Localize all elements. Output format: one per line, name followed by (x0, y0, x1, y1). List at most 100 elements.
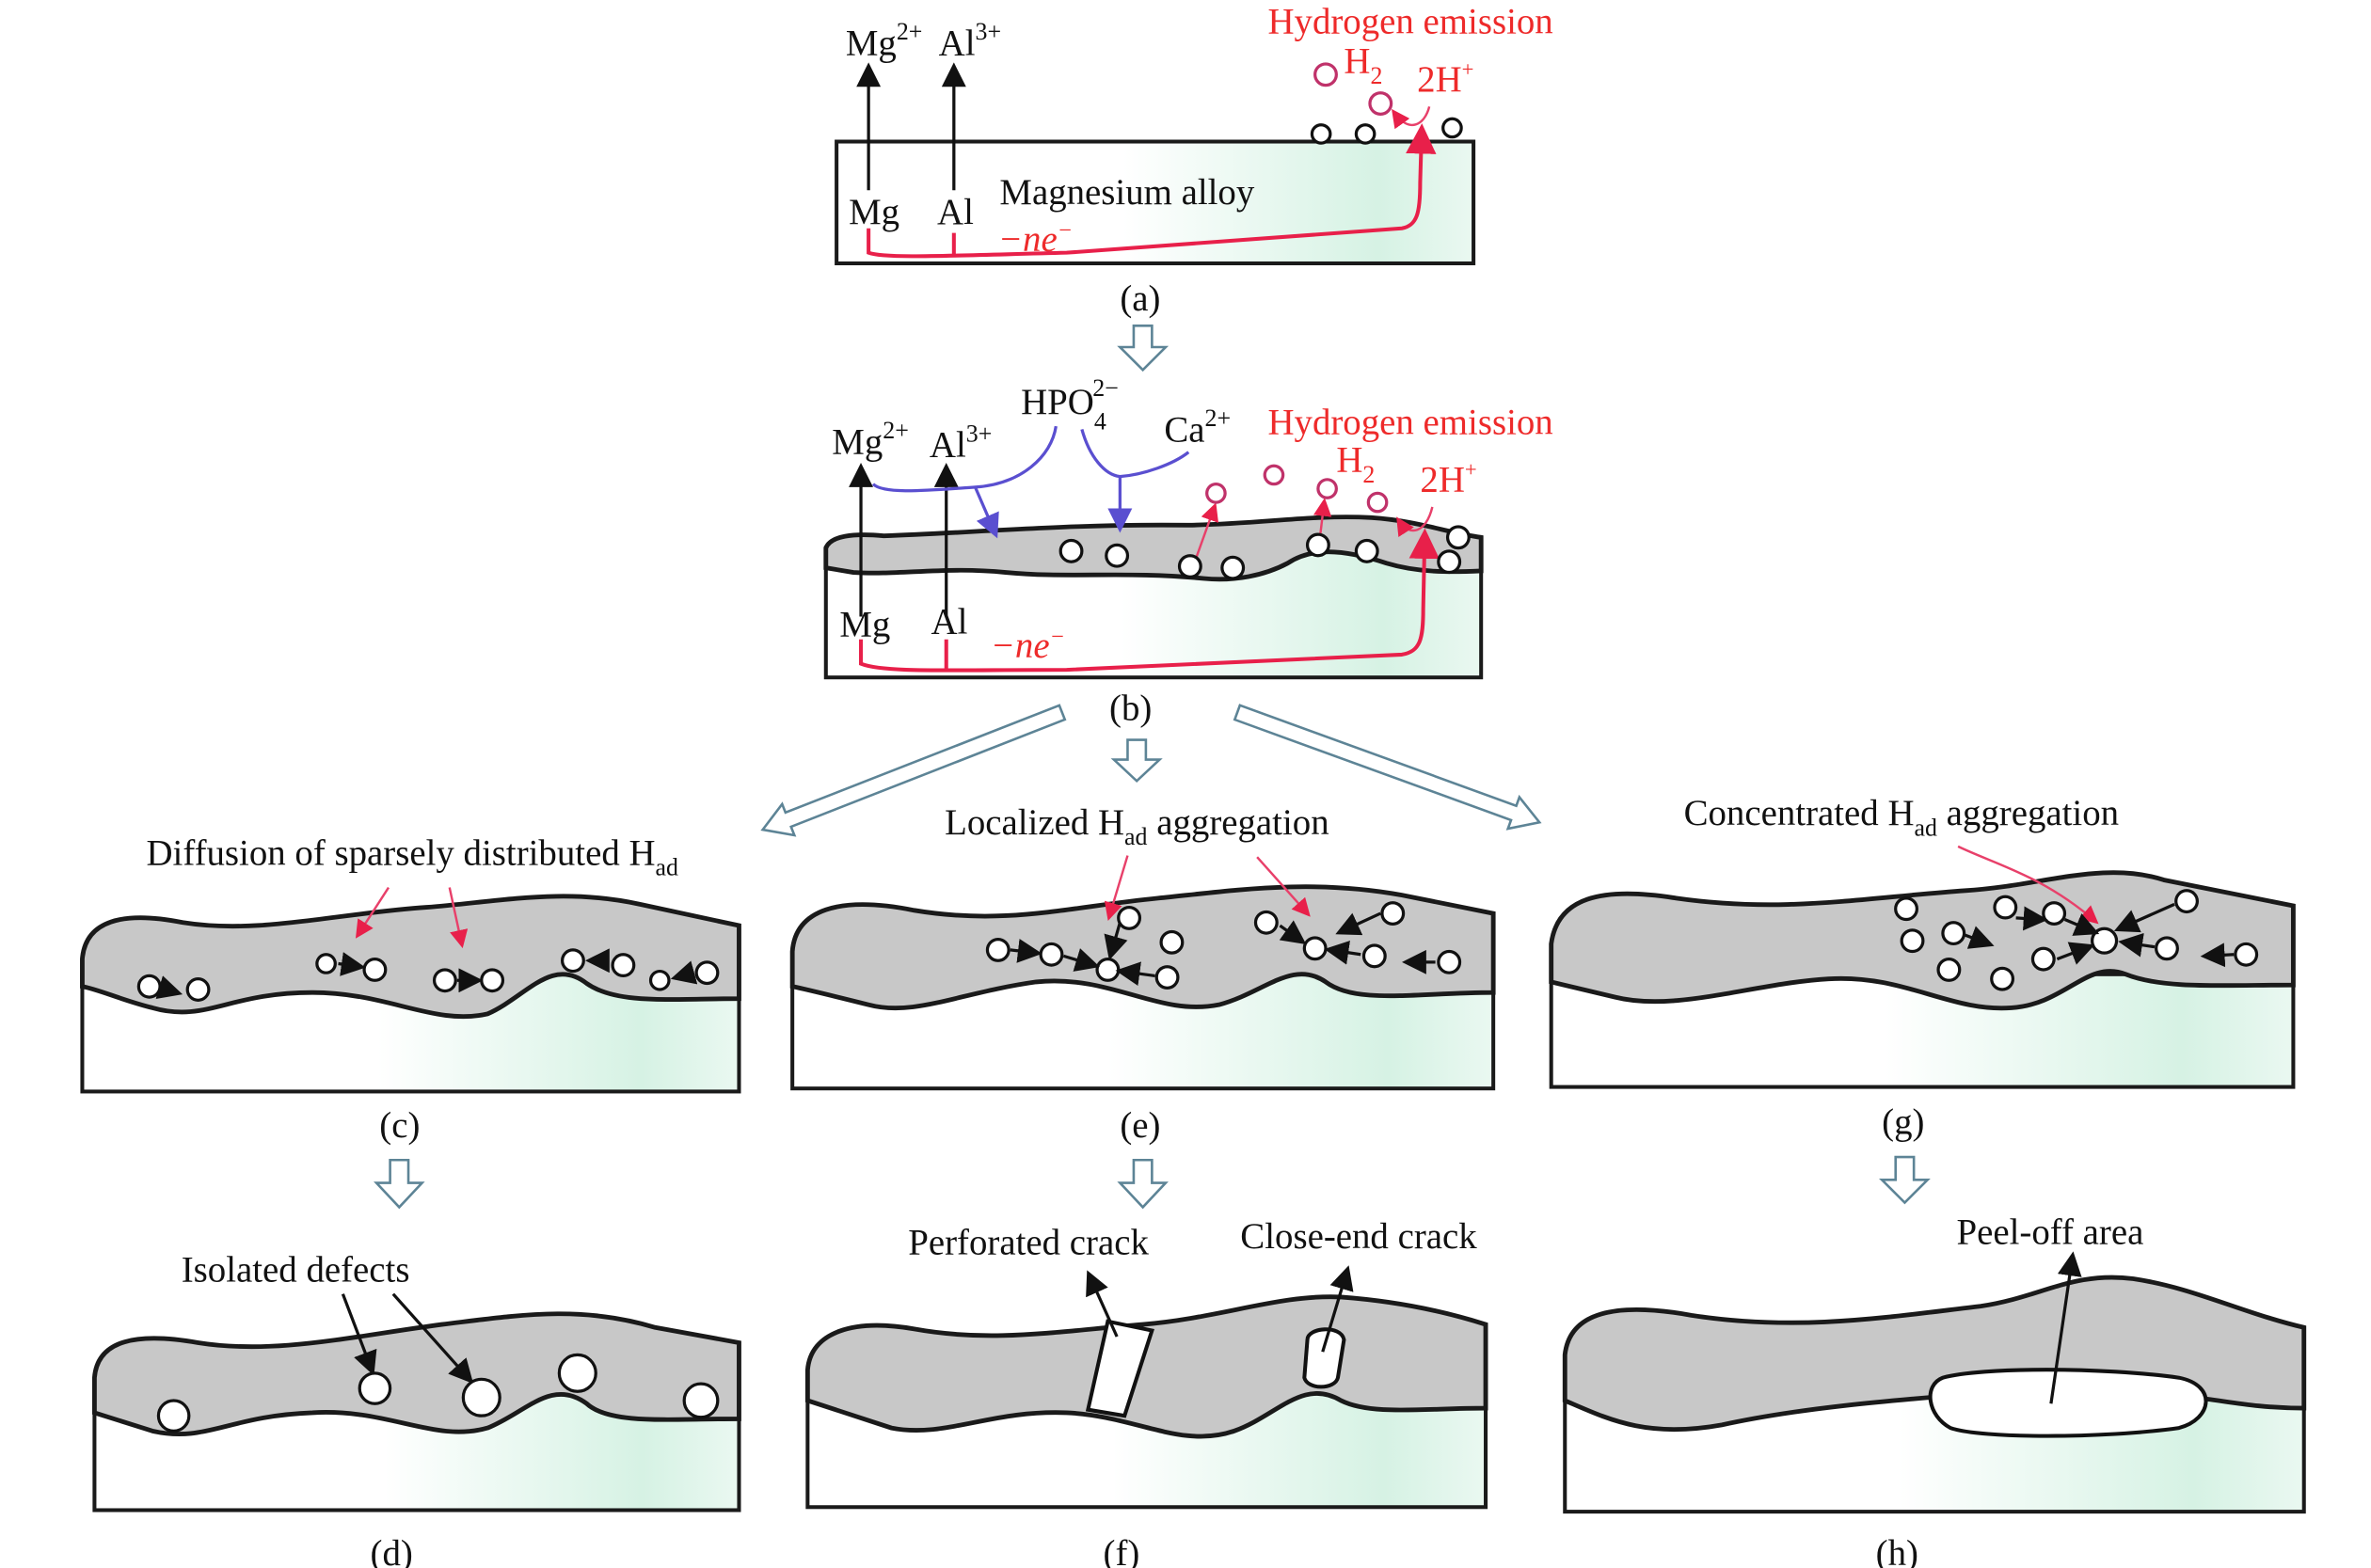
hydrogen-bubble (480, 968, 505, 993)
h2-formation-arrow (1392, 105, 1431, 130)
pointer-line (2049, 1251, 2082, 1404)
pointer-line (391, 1292, 474, 1385)
diffusion-arrow (2056, 942, 2095, 965)
hydrogen-bubble (1095, 958, 1121, 982)
peel-off-area-label: Peel-off area (1956, 1212, 2143, 1252)
hydrogen-bubble (1437, 549, 1462, 575)
close-end-crack (1302, 1327, 1346, 1389)
hydrogen-bubble (2091, 927, 2119, 955)
proton-label: 2H+ (1420, 458, 1476, 500)
pointer-arrow (355, 886, 390, 939)
h2-label: H2 (1336, 440, 1375, 488)
hydrogen-bubble (2174, 889, 2199, 914)
mg-ion-label: Mg2+ (846, 18, 923, 63)
hydrogen-bubble (1380, 901, 1406, 927)
hydrogen-bubble (2234, 942, 2259, 967)
hydrogen-bubble (136, 974, 162, 999)
hydrogen-bubble (1105, 543, 1130, 568)
diffusion-arrow (670, 960, 698, 985)
hydrogen-bubble (1437, 949, 1462, 974)
diffusion-arrow (1279, 920, 1307, 944)
hydrogen-bubble (1445, 525, 1471, 550)
hydrogen-bubble (985, 937, 1010, 962)
panel-h: Peel-off area (1562, 1212, 2307, 1514)
mg-label: Mg (849, 192, 899, 232)
hydrogen-bubble (1941, 921, 1966, 946)
pointer-line (341, 1293, 377, 1376)
perforated-crack-label: Perforated crack (908, 1223, 1149, 1263)
hydrogen-bubble (1354, 538, 1379, 563)
concentrated-aggregation-label: Concentrated Had aggregation (1684, 793, 2119, 841)
hydrogen-bubble (1039, 942, 1064, 967)
h2-gas-bubble (1205, 483, 1227, 504)
corrosion-product-film (80, 894, 741, 1020)
magnesium-alloy-label: Magnesium alloy (999, 172, 1254, 213)
hydrogen-bubble (648, 969, 671, 991)
h2-gas-bubble (1368, 91, 1393, 117)
hydrogen-bubble (1058, 538, 1084, 563)
hydrogen-bubble (560, 948, 585, 974)
hydrogen-bubble (2030, 946, 2056, 972)
hydrogen-bubble (1253, 910, 1279, 935)
mg-ion-label: Mg2+ (832, 417, 909, 462)
diffusion-arrow (338, 952, 366, 976)
pointer-arrow (1104, 855, 1129, 921)
panel-b: Mg2+ Al3+ HPO42− Ca2+ Mg Al −ne− Hydroge… (823, 374, 1553, 680)
diffusion-arrow (1115, 961, 1155, 987)
diffusion-arrow (1324, 940, 1361, 965)
hydrogen-bubble (1894, 896, 1918, 922)
h2-gas-bubble (1316, 478, 1338, 499)
hydrogen-bubble (432, 968, 457, 993)
diagonal-arrow-left-icon (760, 704, 1067, 837)
electron-path (867, 123, 1437, 259)
hydrogen-bubble (1154, 965, 1180, 990)
hydrogen-bubble (1441, 117, 1463, 139)
electron-path (859, 528, 1440, 673)
hydrogen-bubble (1305, 532, 1330, 558)
diagonal-arrow-right-icon (1233, 704, 1542, 831)
hydrogen-bubble (156, 1399, 191, 1433)
al-label: Al (931, 601, 968, 641)
hydrogen-bubble (1993, 895, 2018, 920)
perforated-crack (1085, 1319, 1154, 1418)
mg-label: Mg (839, 605, 890, 645)
down-arrow-icon (374, 1158, 425, 1210)
hydrogen-bubble (1310, 123, 1332, 145)
hydrogen-bubble (315, 953, 337, 974)
corrosion-product-film (789, 884, 1496, 1011)
magnesium-alloy-block (835, 139, 1476, 266)
diffusion-label: Diffusion of sparsely distributed Had (146, 832, 678, 880)
hydrogen-emission-label: Hydrogen emission (1267, 2, 1552, 42)
panel-f-label: (f) (1104, 1533, 1140, 1568)
electron-label: −ne− (991, 625, 1065, 667)
hydrogen-bubble (1361, 943, 1387, 969)
down-arrow-icon (1879, 1155, 1931, 1205)
hydrogen-bubble (1177, 554, 1202, 579)
panel-e: Localized Had aggregation (789, 802, 1496, 1091)
hydrogen-bubble (2042, 901, 2067, 927)
down-arrow-icon (1110, 738, 1163, 784)
hydrogen-bubble (1220, 555, 1246, 580)
pointer-arrow (1957, 845, 2099, 925)
diffusion-arrow (2063, 913, 2100, 936)
hydrogen-bubble (185, 977, 211, 1002)
h2-formation-arrow (1396, 506, 1434, 538)
peel-off-area (1928, 1368, 2208, 1438)
hydrogen-bubble (557, 1353, 597, 1393)
panel-d: Isolated defects (91, 1250, 741, 1513)
hydrogen-bubble (461, 1377, 501, 1418)
panel-d-label: (d) (371, 1533, 413, 1568)
al-ion-label: Al3+ (939, 18, 1001, 63)
pointer-line (1321, 1265, 1354, 1353)
diffusion-arrow (2118, 932, 2156, 958)
panel-h-label: (h) (1876, 1533, 1918, 1568)
hydrogen-bubble (1159, 929, 1185, 955)
hydrogen-bubble (1936, 958, 1962, 982)
h2-gas-bubble (1313, 62, 1338, 87)
hydrogen-bubble (1117, 905, 1142, 930)
pointer-arrow (1256, 856, 1311, 917)
corrosion-product-film (91, 1311, 741, 1436)
diffusion-arrow (1335, 911, 1381, 936)
hydrogen-bubble (694, 960, 720, 986)
pointer-arrow (448, 887, 469, 949)
